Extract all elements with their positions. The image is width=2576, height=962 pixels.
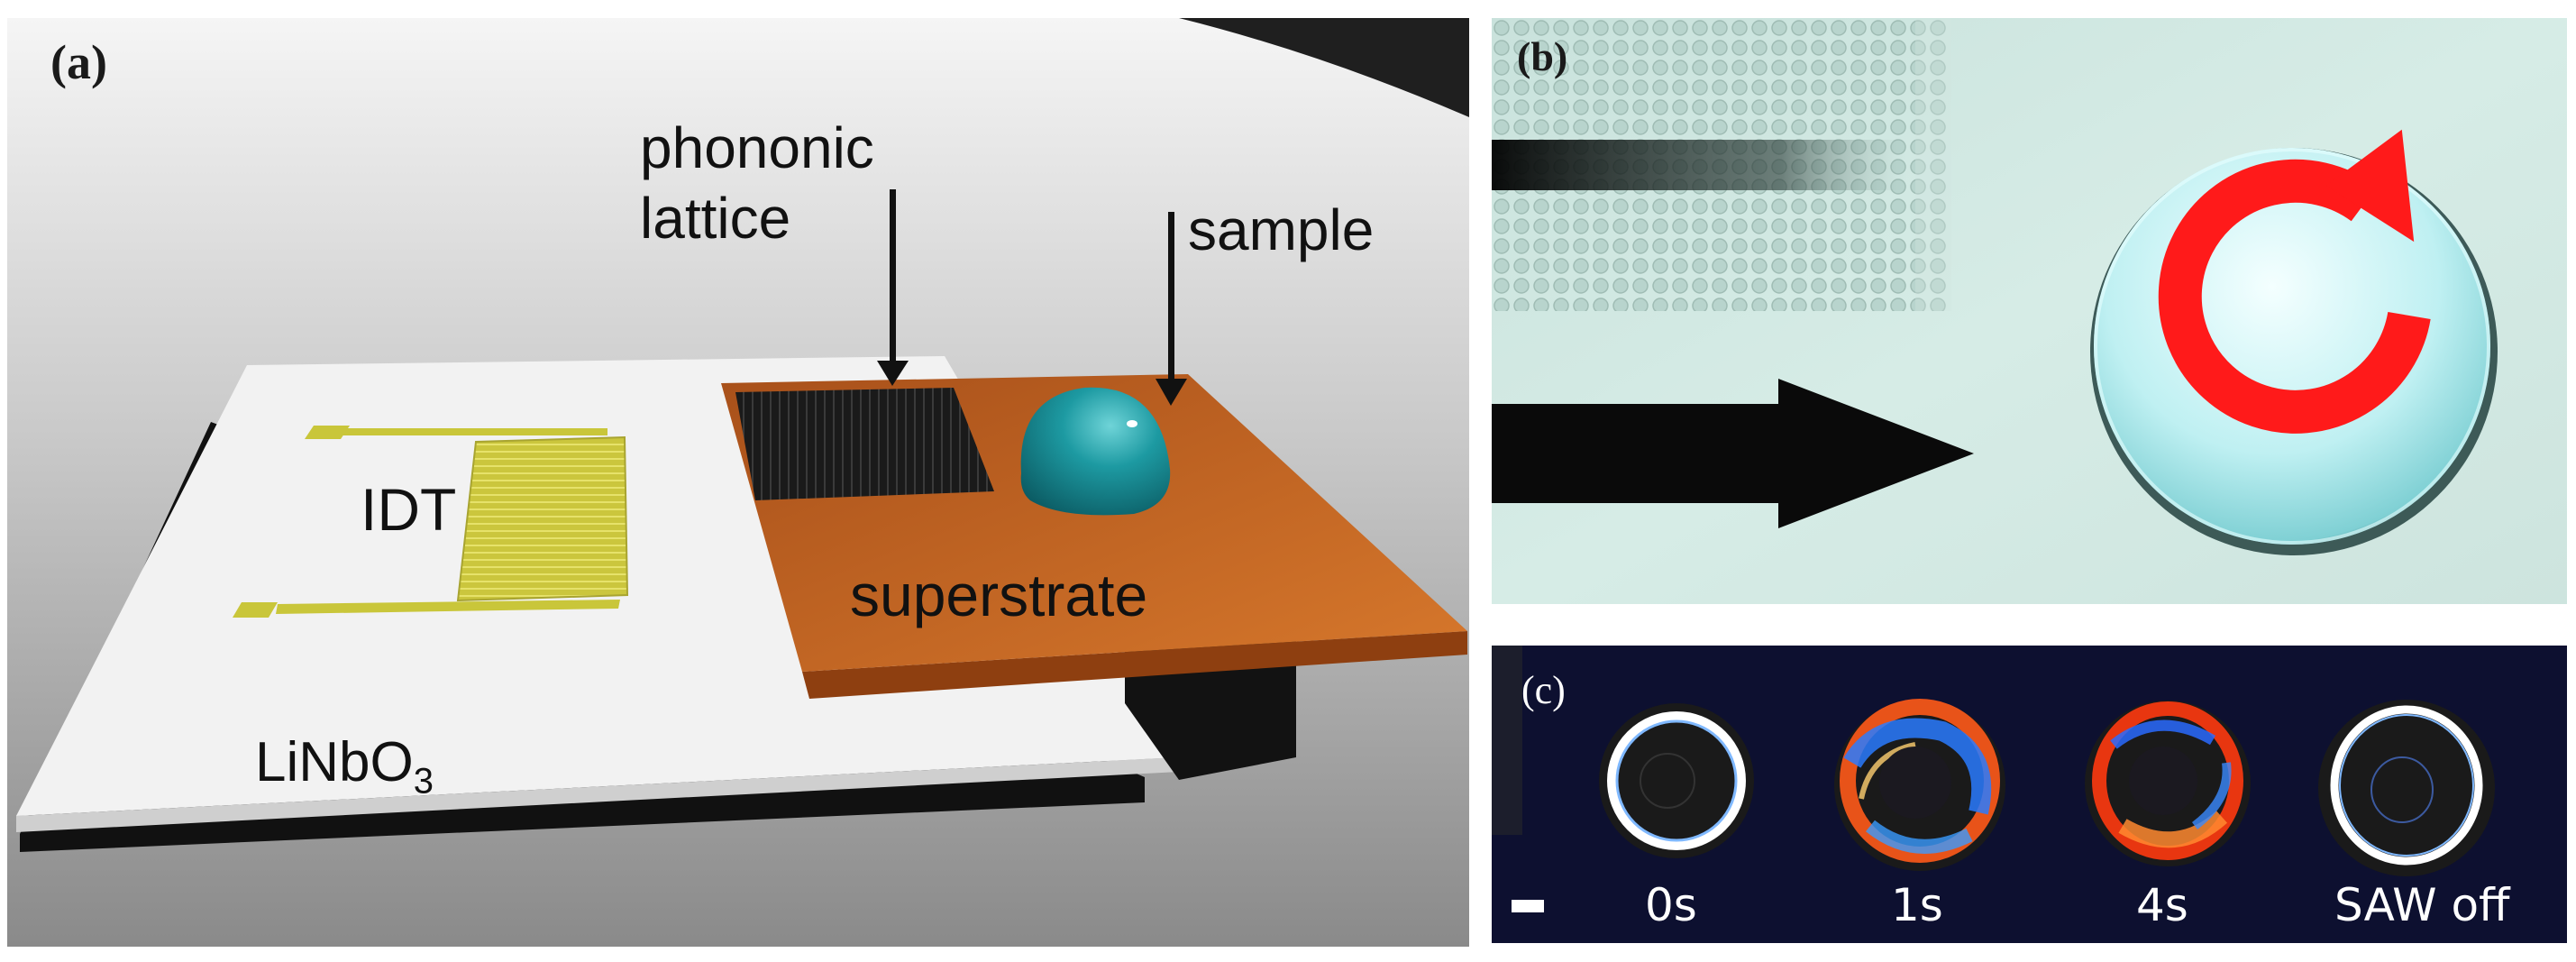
panel-b-droplet-rim xyxy=(2094,148,2490,545)
panel-a-letter: (a) xyxy=(50,35,107,89)
panel-b-letter: (b) xyxy=(1517,33,1568,79)
substrate-label-main: LiNbO xyxy=(255,731,414,793)
superstrate-label: superstrate xyxy=(850,562,1148,628)
phononic-lattice-arrow xyxy=(877,189,909,386)
panel-a-dark-band xyxy=(1179,18,1469,117)
droplet-highlight xyxy=(1127,420,1137,427)
phononic-lattice xyxy=(735,388,994,500)
droplet-frame-saw-off xyxy=(2318,700,2495,876)
time-label-0s: 0s xyxy=(1645,879,1697,931)
substrate-label-subscript: 3 xyxy=(413,761,434,802)
phononic-label: phononic xyxy=(640,115,874,180)
panel-b-scene xyxy=(1492,18,2567,604)
time-label-saw-off: SAW off xyxy=(2334,879,2510,931)
panel-c-scene xyxy=(1492,646,2567,943)
sample-droplet xyxy=(1020,387,1171,516)
focused-beam xyxy=(1492,140,1906,190)
time-label-4s: 4s xyxy=(2136,879,2188,931)
superstrate-support xyxy=(1125,640,1296,780)
droplet-frame-4s xyxy=(2085,701,2251,866)
panel-a: (a) phononic lattice sample IDT superstr… xyxy=(7,18,1469,947)
substrate-label: LiNbO3 xyxy=(255,735,434,802)
interdigital-transducer xyxy=(233,426,629,618)
panel-a-scene xyxy=(7,18,1469,947)
droplet-frame-1s xyxy=(1834,699,2005,871)
time-label-1s: 1s xyxy=(1891,879,1943,931)
rotation-arrow-head xyxy=(2325,129,2415,243)
flow-arrow xyxy=(1492,379,1974,528)
panel-c-lattice-strip xyxy=(1492,646,1522,835)
droplet-frame-0s xyxy=(1599,703,1754,858)
panel-c: (c) 0s 1s 4s SAW off xyxy=(1492,646,2567,943)
panel-c-letter: (c) xyxy=(1521,668,1566,712)
sample-arrow xyxy=(1156,212,1187,406)
sample-label: sample xyxy=(1188,197,1375,262)
idt-label: IDT xyxy=(361,476,457,543)
superstrate-edge xyxy=(802,631,1467,699)
scale-bar xyxy=(1512,900,1544,912)
lattice-label: lattice xyxy=(640,186,791,251)
rotation-arrow xyxy=(2158,159,2431,434)
lattice-fade xyxy=(1915,18,1951,311)
panel-b: (b) xyxy=(1492,18,2567,604)
substrate-edge xyxy=(16,757,1179,832)
